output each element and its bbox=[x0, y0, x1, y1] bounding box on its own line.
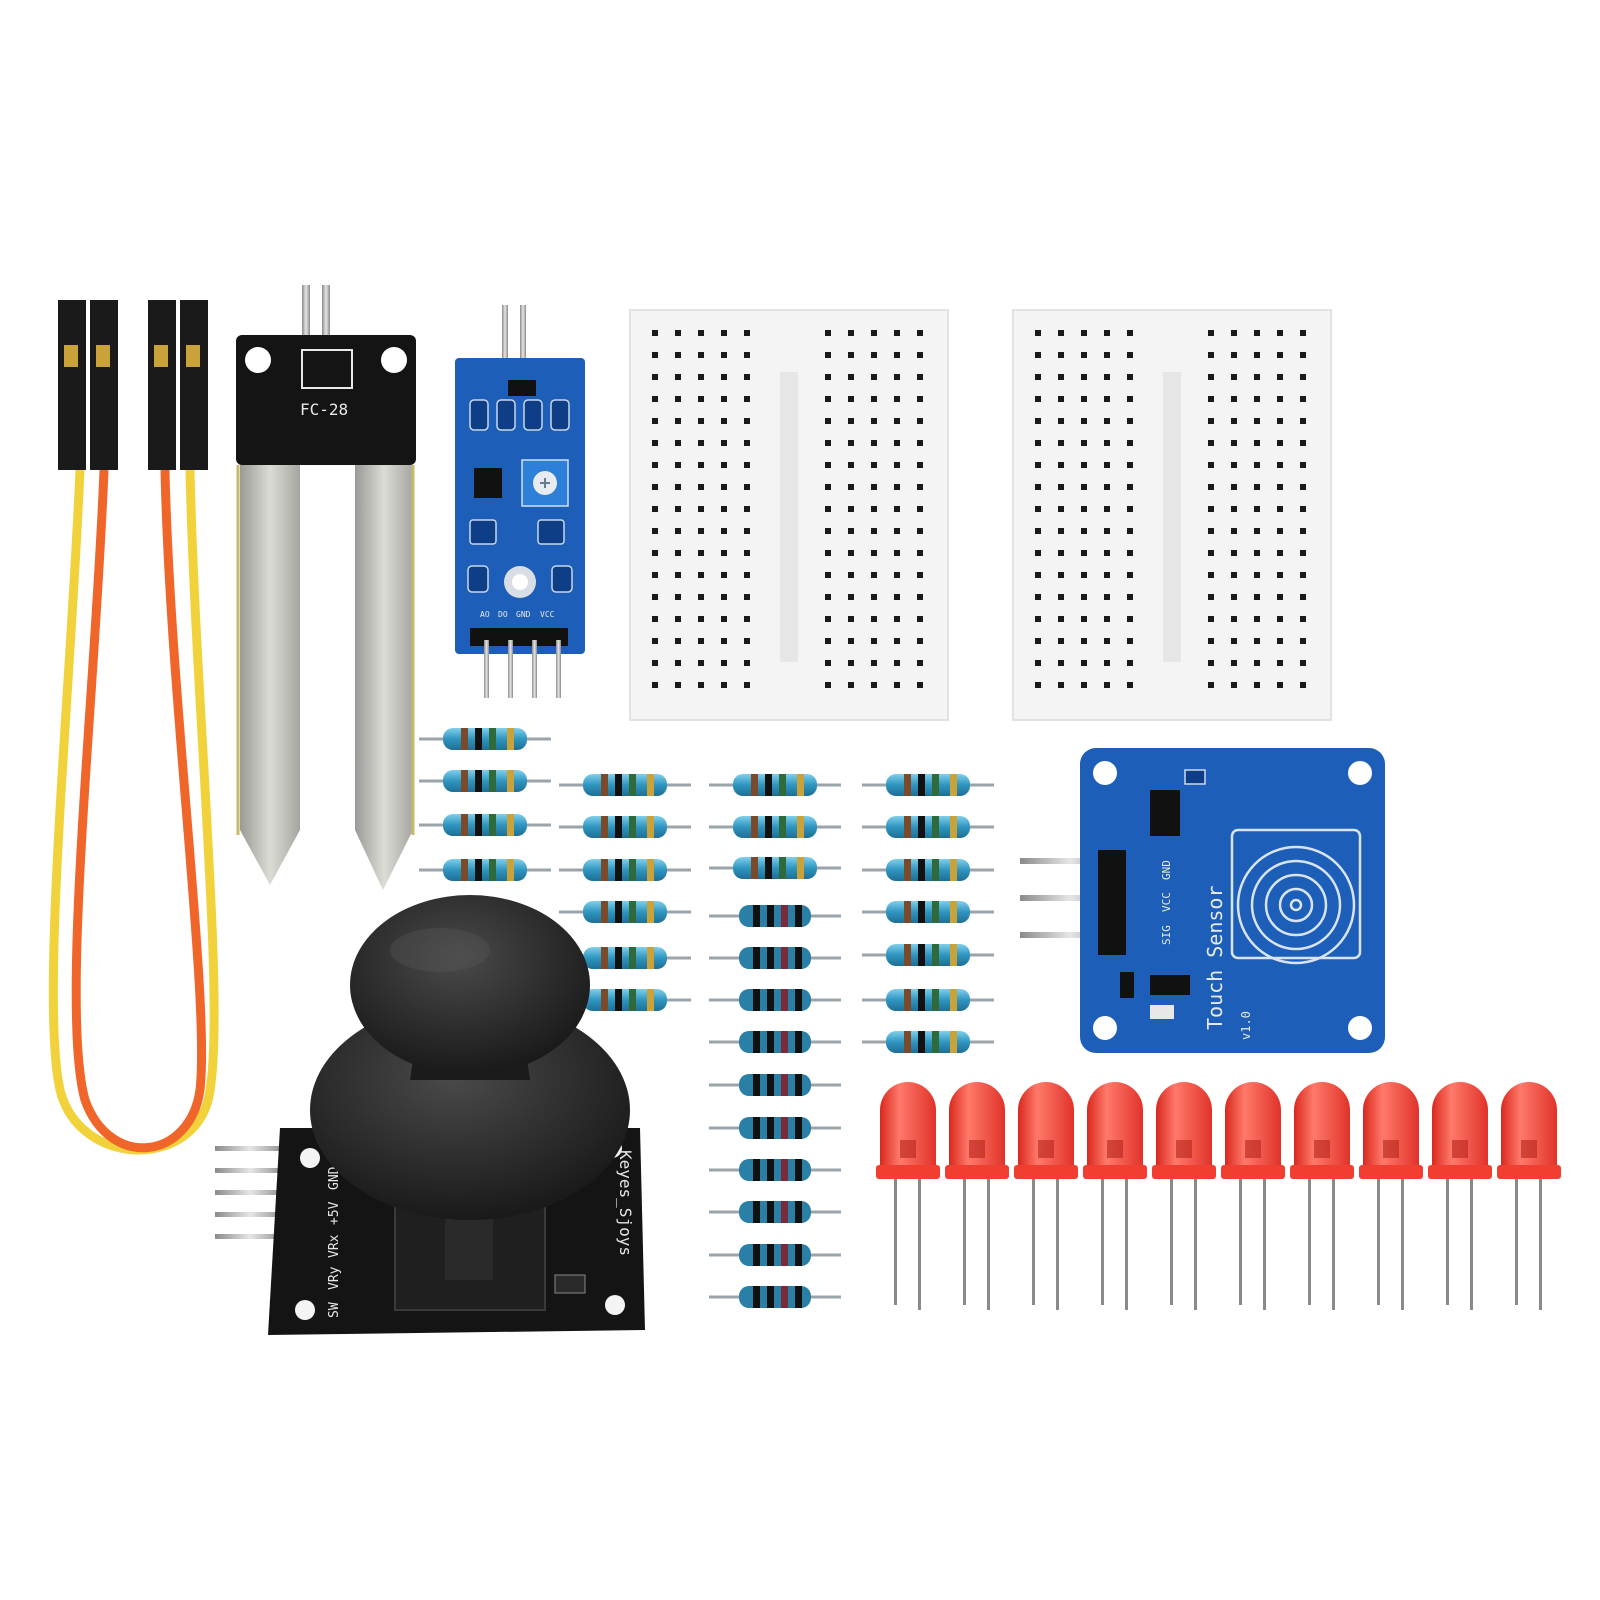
red-led bbox=[876, 1082, 940, 1310]
resistor bbox=[709, 1074, 841, 1096]
svg-text:VCC: VCC bbox=[1160, 892, 1173, 912]
breadboard-right bbox=[1012, 309, 1332, 721]
red-led bbox=[1221, 1082, 1285, 1310]
resistor bbox=[862, 816, 994, 838]
jumper-wires bbox=[48, 300, 219, 1155]
resistor bbox=[862, 901, 994, 923]
sensor-module: AO DO GND VCC bbox=[455, 305, 585, 698]
resistor bbox=[709, 1031, 841, 1053]
svg-text:+5V: +5V bbox=[327, 1201, 342, 1225]
red-led bbox=[1497, 1082, 1561, 1310]
svg-text:VRx: VRx bbox=[327, 1234, 342, 1258]
red-led bbox=[1428, 1082, 1492, 1310]
soil-moisture-probe: FC-28 bbox=[236, 285, 416, 890]
red-led bbox=[1014, 1082, 1078, 1310]
svg-text:VCC: VCC bbox=[540, 610, 555, 619]
resistor bbox=[862, 1031, 994, 1053]
smd-pads bbox=[467, 399, 573, 593]
resistor bbox=[559, 947, 691, 969]
resistor bbox=[709, 816, 841, 838]
resistor bbox=[559, 774, 691, 796]
resistor bbox=[709, 774, 841, 796]
resistor bbox=[559, 816, 691, 838]
resistor bbox=[709, 857, 841, 879]
resistor bbox=[559, 989, 691, 1011]
resistor-array bbox=[419, 728, 994, 1308]
jumper-connector-right bbox=[148, 300, 208, 470]
resistor bbox=[709, 989, 841, 1011]
resistor bbox=[709, 905, 841, 927]
resistor bbox=[862, 989, 994, 1011]
breadboard-holes bbox=[1035, 330, 1306, 688]
red-led bbox=[1083, 1082, 1147, 1310]
joystick-module: GND +5V VRx VRy SW Keyes_Sjoys bbox=[215, 895, 645, 1335]
resistor bbox=[419, 728, 551, 750]
resistor bbox=[419, 770, 551, 792]
resistor bbox=[862, 774, 994, 796]
resistor bbox=[709, 1201, 841, 1223]
resistor bbox=[709, 1159, 841, 1181]
resistor bbox=[419, 859, 551, 881]
svg-text:SW: SW bbox=[327, 1302, 342, 1318]
red-led bbox=[1152, 1082, 1216, 1310]
touch-sensor-label: Touch Sensor bbox=[1203, 886, 1227, 1031]
red-leds bbox=[876, 1082, 1561, 1310]
resistor bbox=[709, 1117, 841, 1139]
red-led bbox=[1290, 1082, 1354, 1310]
resistor bbox=[559, 901, 691, 923]
joystick-label: Keyes_Sjoys bbox=[616, 1150, 635, 1256]
red-led bbox=[945, 1082, 1009, 1310]
resistor bbox=[709, 947, 841, 969]
svg-text:VRy: VRy bbox=[327, 1266, 342, 1290]
svg-text:GND: GND bbox=[516, 610, 531, 619]
module-pin-labels: AO DO GND VCC bbox=[480, 610, 555, 619]
resistor bbox=[862, 944, 994, 966]
breadboard-center-channel bbox=[780, 372, 798, 662]
red-led bbox=[1359, 1082, 1423, 1310]
svg-text:GND: GND bbox=[1160, 860, 1173, 880]
resistor bbox=[709, 1286, 841, 1308]
resistor bbox=[709, 1244, 841, 1266]
resistor bbox=[862, 859, 994, 881]
svg-text:SIG: SIG bbox=[1160, 925, 1173, 945]
touch-pin-labels: SIG VCC GND bbox=[1160, 860, 1173, 945]
touch-sensor-version: v1.0 bbox=[1239, 1011, 1253, 1040]
breadboard-left bbox=[629, 309, 949, 721]
touch-pad bbox=[1230, 828, 1362, 965]
svg-text:AO: AO bbox=[480, 610, 490, 619]
touch-sensor-module: Touch Sensor v1.0 SIG VCC GND bbox=[1020, 748, 1385, 1053]
jumper-connector-left bbox=[58, 300, 118, 470]
resistor bbox=[559, 859, 691, 881]
breadboard-holes bbox=[652, 330, 923, 688]
svg-text:DO: DO bbox=[498, 610, 508, 619]
resistor bbox=[419, 814, 551, 836]
breadboard-center-channel bbox=[1163, 372, 1181, 662]
probe-label: FC-28 bbox=[300, 400, 348, 419]
